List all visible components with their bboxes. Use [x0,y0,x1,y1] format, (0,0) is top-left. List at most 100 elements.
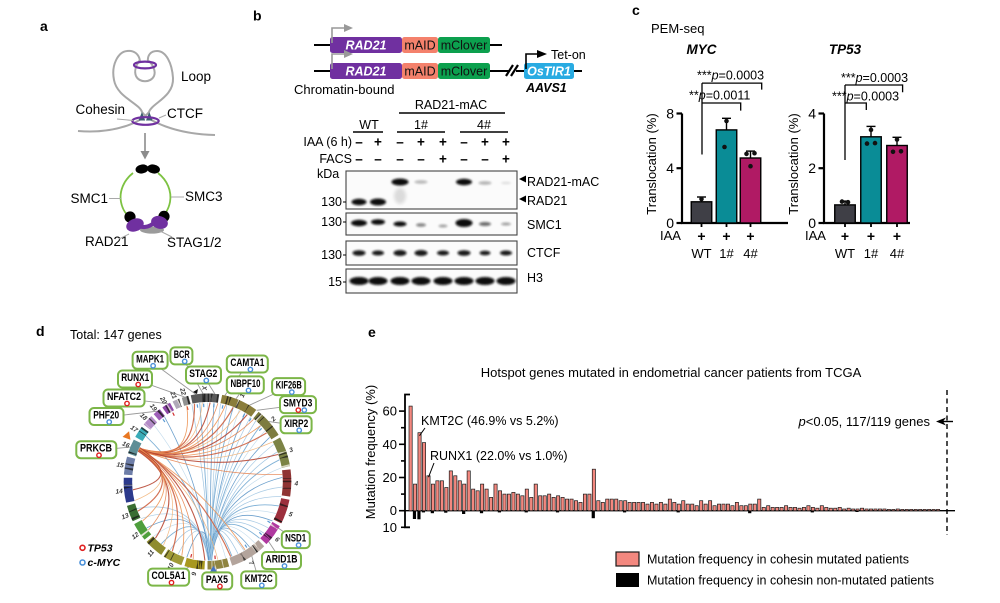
svg-text:Loop: Loop [181,69,211,84]
svg-text:4#: 4# [890,246,905,261]
svg-text:0: 0 [808,215,816,231]
svg-text:22: 22 [178,386,187,396]
svg-text:c-MYC: c-MYC [88,557,121,569]
svg-text:mClover: mClover [441,39,488,53]
svg-text:PEM-seq: PEM-seq [651,21,704,36]
svg-text:–: – [396,135,404,150]
svg-text:15: 15 [328,275,342,289]
svg-text:**p=0.0011: **p=0.0011 [689,89,750,103]
svg-text:18: 18 [138,412,148,422]
svg-text:X: X [200,385,207,391]
svg-text:SMC1: SMC1 [527,218,562,232]
svg-text:Translocation (%): Translocation (%) [644,113,659,214]
svg-text:Translocation (%): Translocation (%) [786,113,801,214]
svg-text:21: 21 [168,390,178,401]
svg-text:–: – [460,135,468,150]
svg-text:+: + [439,135,447,150]
svg-text:2: 2 [808,160,816,176]
svg-text:0: 0 [666,215,674,231]
svg-text:4: 4 [666,160,674,176]
svg-text:2: 2 [269,415,277,424]
svg-text:+: + [722,228,730,244]
svg-text:11: 11 [146,549,156,559]
svg-text:mAID: mAID [404,65,435,79]
svg-text:130: 130 [321,215,342,229]
svg-text:Cohesin: Cohesin [75,102,125,117]
svg-text:3: 3 [288,446,294,454]
svg-text:e: e [368,324,376,340]
svg-text:–: – [355,152,363,167]
svg-text:Total: 147 genes: Total: 147 genes [70,328,162,342]
svg-text:MYC: MYC [687,42,717,57]
svg-text:BCR: BCR [174,349,190,361]
svg-text:WT: WT [835,246,855,261]
svg-text:RAD21: RAD21 [346,39,387,53]
svg-text:b: b [253,10,262,24]
svg-text:RAD21-mAC: RAD21-mAC [415,98,487,112]
svg-text:a: a [40,18,48,34]
svg-text:COL5A1: COL5A1 [152,570,186,582]
svg-text:PAX5: PAX5 [206,574,228,586]
svg-text:RAD21: RAD21 [85,234,129,249]
svg-text:9: 9 [191,571,199,576]
svg-text:17: 17 [129,424,139,434]
svg-text:130: 130 [321,248,342,262]
svg-text:+: + [893,228,901,244]
svg-text:4: 4 [293,481,298,488]
svg-text:OsTIR1: OsTIR1 [527,65,571,79]
svg-text:20: 20 [158,395,168,406]
svg-text:mClover: mClover [441,65,488,79]
svg-text:Mutation frequency in cohesin: Mutation frequency in cohesin mutated pa… [647,553,909,567]
svg-text:40: 40 [383,437,397,452]
svg-text:+: + [697,228,705,244]
svg-text:p<0.05, 117/119 genes: p<0.05, 117/119 genes [798,414,931,429]
svg-text:Hotspot genes mutated in endom: Hotspot genes mutated in endometrial can… [481,365,862,380]
svg-text:1: 1 [239,392,247,398]
svg-text:+: + [439,152,447,167]
svg-text:–: – [460,152,468,167]
svg-text:0: 0 [390,503,397,518]
svg-text:–: – [355,135,363,150]
svg-text:CAMTA1: CAMTA1 [230,357,264,369]
svg-text:130: 130 [321,195,342,209]
svg-text:8: 8 [666,106,674,122]
svg-text:12: 12 [131,531,141,541]
svg-text:60: 60 [383,404,397,419]
svg-text:ARID1B: ARID1B [266,554,298,566]
svg-text:+: + [502,152,510,167]
svg-text:STAG2: STAG2 [189,368,217,380]
svg-text:14: 14 [115,488,123,496]
svg-text:6: 6 [273,536,280,544]
svg-text:FACS: FACS [319,152,352,166]
svg-text:WT: WT [691,246,711,261]
svg-text:19: 19 [148,403,158,413]
svg-text:STAG1/2: STAG1/2 [167,235,222,250]
svg-text:+: + [481,135,489,150]
svg-text:***p=0.0003: ***p=0.0003 [841,71,908,85]
svg-text:AAVS1: AAVS1 [525,81,567,95]
svg-text:13: 13 [121,512,131,521]
svg-text:IAA: IAA [660,228,681,243]
svg-text:KMT2C (46.9% vs 5.2%): KMT2C (46.9% vs 5.2%) [421,414,559,428]
svg-text:–: – [417,152,425,167]
svg-text:1#: 1# [864,246,879,261]
svg-text:IAA (6 h): IAA (6 h) [303,135,352,149]
svg-text:d: d [36,323,45,339]
svg-text:RAD21: RAD21 [346,65,387,79]
svg-text:+: + [374,135,382,150]
svg-text:+: + [502,135,510,150]
svg-text:RAD21-mAC: RAD21-mAC [527,175,599,189]
svg-text:1#: 1# [719,246,734,261]
svg-text:NBPF10: NBPF10 [231,378,261,390]
svg-text:NSD1: NSD1 [285,533,306,545]
svg-text:MAPK1: MAPK1 [136,353,164,365]
svg-text:Mutation frequency in cohesin: Mutation frequency in cohesin non-mutate… [647,574,934,588]
svg-text:RUNX1: RUNX1 [121,372,149,384]
svg-text:SMC3: SMC3 [185,189,223,204]
svg-text:+: + [867,228,875,244]
svg-text:4#: 4# [743,246,758,261]
svg-text:16: 16 [121,440,131,449]
svg-text:Mutation frequency (%): Mutation frequency (%) [363,385,378,519]
svg-text:mAID: mAID [404,39,435,53]
svg-text:4: 4 [808,106,816,122]
